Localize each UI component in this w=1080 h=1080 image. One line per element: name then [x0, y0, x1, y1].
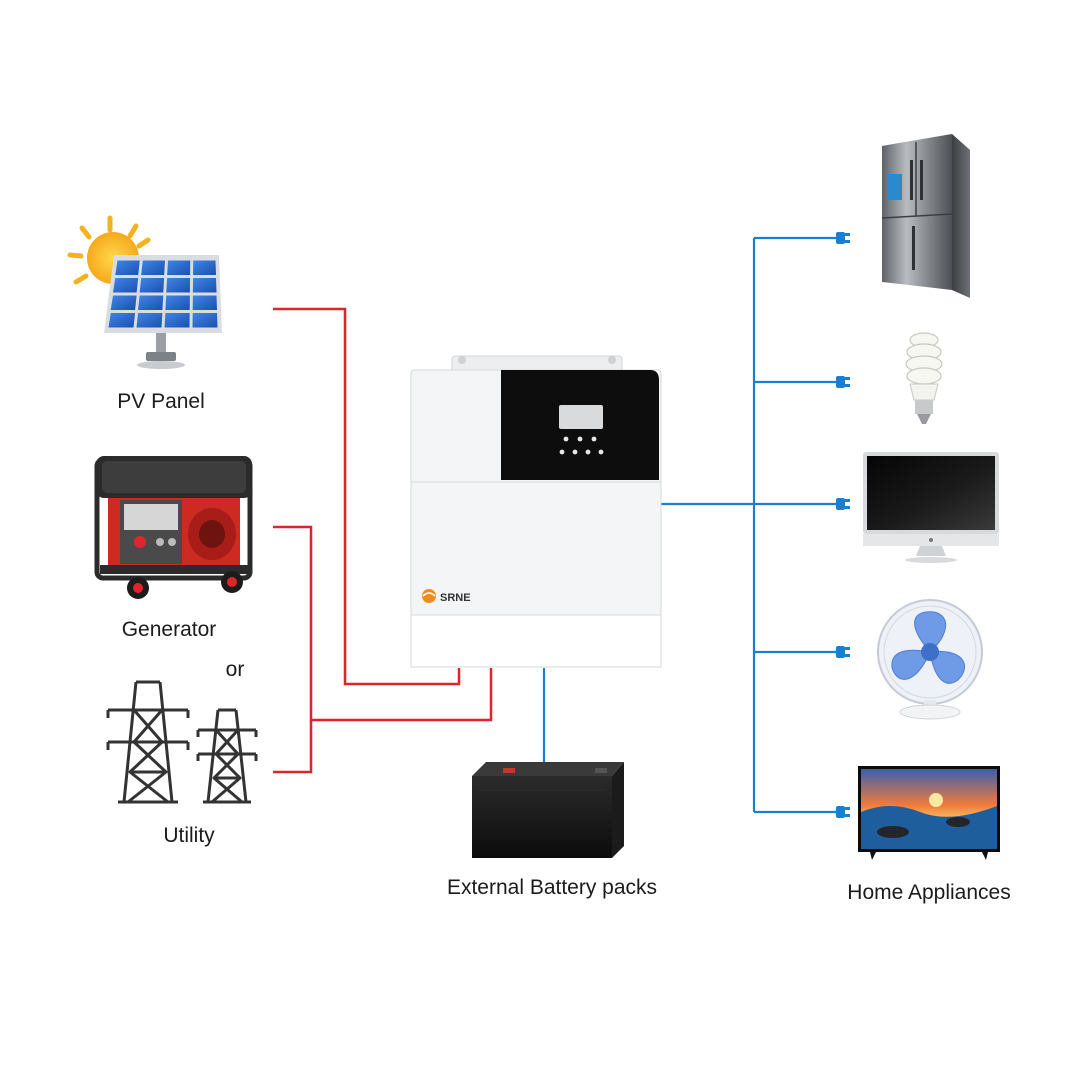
battery-label: External Battery packs	[446, 876, 658, 899]
utility-wire	[273, 720, 313, 774]
plug-icons	[836, 232, 850, 818]
pv-cell	[115, 260, 140, 275]
brand-text: SRNE	[440, 592, 471, 604]
generator-label: Generator	[121, 618, 217, 641]
fan-icon	[877, 599, 983, 720]
tv-icon	[858, 766, 1000, 860]
pv-cell	[192, 313, 218, 328]
monitor-icon	[863, 452, 999, 563]
tower-small	[196, 708, 258, 804]
pv-cell	[164, 313, 190, 328]
power-tower-icon	[106, 680, 258, 804]
refrigerator-icon	[881, 134, 970, 298]
battery-icon	[472, 762, 624, 858]
source-wires	[273, 307, 493, 774]
pv-cell	[166, 278, 191, 293]
pv-cell	[192, 295, 217, 310]
inverter-icon: SRNE	[410, 355, 662, 668]
or-connector-label: or	[225, 658, 245, 681]
plug-icon	[836, 806, 850, 818]
pv-wire	[273, 307, 461, 686]
plug-icon	[836, 498, 850, 510]
plug-icon	[836, 232, 850, 244]
pv-cell	[138, 295, 164, 310]
pv-cell	[167, 260, 191, 275]
generator-icon	[94, 456, 253, 599]
pv-cell	[141, 260, 165, 275]
pv-cell	[193, 260, 216, 275]
brand-logo: SRNE	[422, 589, 471, 604]
home-appliances-label: Home Appliances	[847, 881, 1011, 904]
pv-cell	[165, 295, 190, 310]
pv-cell	[139, 278, 165, 293]
pv-cell	[113, 278, 139, 293]
solar-panel-icon	[67, 215, 222, 369]
load-wires	[542, 236, 840, 814]
tower-large	[106, 680, 190, 804]
utility-label: Utility	[163, 824, 215, 847]
pv-cell	[136, 313, 163, 328]
pv-cell	[108, 313, 136, 328]
plug-icon	[836, 376, 850, 388]
pv-panel-label: PV Panel	[117, 390, 205, 413]
light-bulb-icon	[905, 332, 943, 424]
pv-cell	[192, 278, 217, 293]
pv-cell	[110, 295, 137, 310]
plug-icon	[836, 646, 850, 658]
